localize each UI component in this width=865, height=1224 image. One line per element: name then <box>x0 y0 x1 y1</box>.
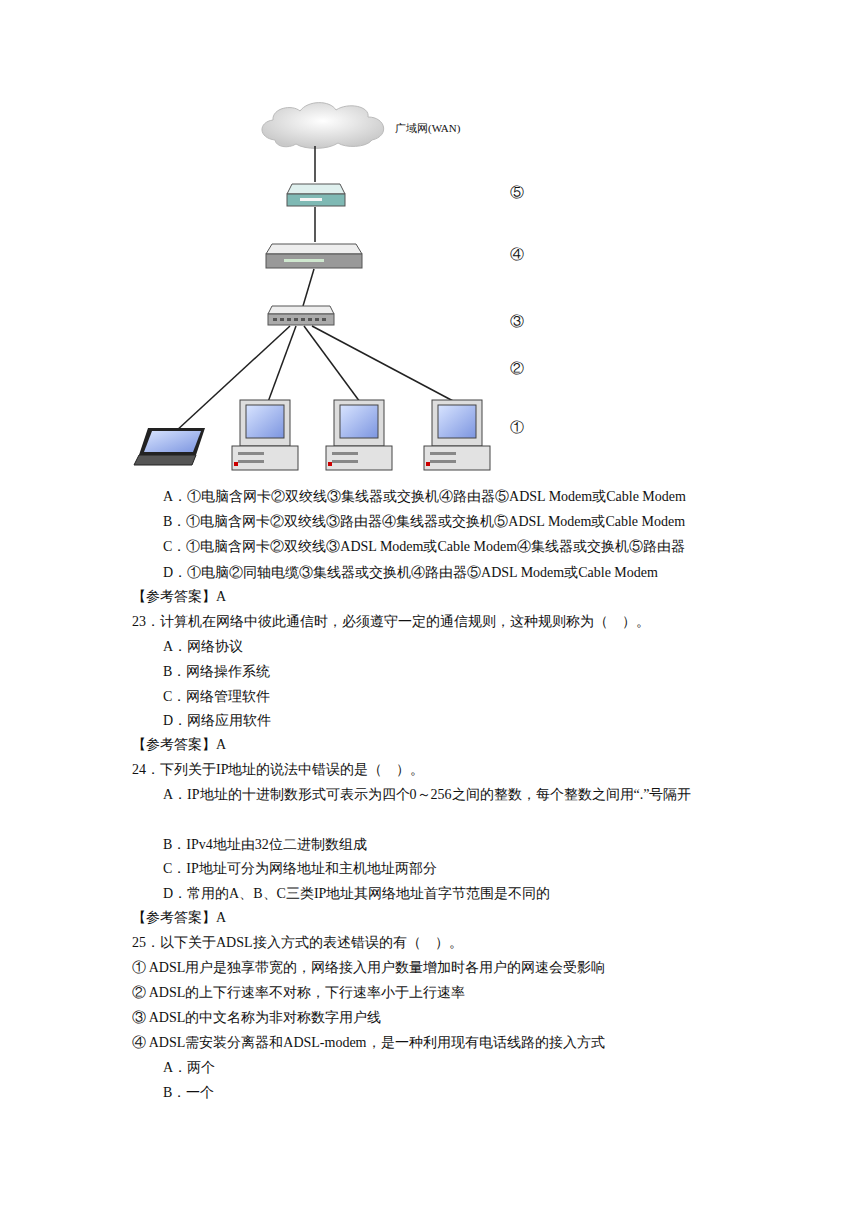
reference-answer: 【参考答案】A <box>132 909 226 927</box>
modem-icon <box>287 184 345 206</box>
callout-number: ① <box>510 419 524 437</box>
answer-option: D．常用的A、B、C三类IP地址其网络地址首字节范围是不同的 <box>163 885 550 903</box>
twisted-pair-wires <box>175 326 455 432</box>
wan-label: 广域网(WAN) <box>395 119 460 137</box>
reference-answer: 【参考答案】A <box>132 588 226 606</box>
answer-option: C．①电脑含网卡②双绞线③ADSL Modem或Cable Modem④集线器或… <box>163 538 685 556</box>
statement-item: ④ ADSL需安装分离器和ADSL-modem，是一种利用现有电话线路的接入方式 <box>132 1034 605 1052</box>
statement-item: ① ADSL用户是独享带宽的，网络接入用户数量增加时各用户的网速会受影响 <box>132 959 605 977</box>
router-icon <box>266 244 362 268</box>
answer-option: D．网络应用软件 <box>163 712 271 730</box>
callout-number: ③ <box>510 313 524 331</box>
statement-item: ② ADSL的上下行速率不对称，下行速率小于上行速率 <box>132 984 465 1002</box>
answer-option: A．IP地址的十进制数形式可表示为四个0～256之间的整数，每个整数之间用“.”… <box>132 782 800 807</box>
question-text: 24．下列关于IP地址的说法中错误的是（ ）。 <box>132 761 424 779</box>
statement-item: ③ ADSL的中文名称为非对称数字用户线 <box>132 1009 381 1027</box>
callout-number: ② <box>510 360 524 378</box>
answer-option: B．①电脑含网卡②双绞线③路由器④集线器或交换机⑤ADSL Modem或Cabl… <box>163 513 685 531</box>
reference-answer: 【参考答案】A <box>132 736 226 754</box>
answer-option: A．网络协议 <box>163 638 243 656</box>
answer-option: B．一个 <box>163 1084 214 1102</box>
answer-option: D．①电脑②同轴电缆③集线器或交换机④路由器⑤ADSL Modem或Cable … <box>163 564 658 582</box>
question-text: 25．以下关于ADSL接入方式的表述错误的有（ ）。 <box>132 934 463 952</box>
answer-option: B．IPv4地址由32位二进制数组成 <box>163 836 367 854</box>
answer-option: C．IP地址可分为网络地址和主机地址两部分 <box>163 860 437 878</box>
switch-icon <box>268 306 334 325</box>
answer-option: A．两个 <box>163 1059 215 1077</box>
wan-cloud <box>262 103 384 149</box>
answer-option: A．①电脑含网卡②双绞线③集线器或交换机④路由器⑤ADSL Modem或Cabl… <box>163 488 686 506</box>
answer-option: C．网络管理软件 <box>163 688 270 706</box>
callout-number: ④ <box>510 246 524 264</box>
question-text: 23．计算机在网络中彼此通信时，必须遵守一定的通信规则，这种规则称为（ ）。 <box>132 613 650 631</box>
desktop-computers <box>232 400 490 470</box>
answer-option: B．网络操作系统 <box>163 663 270 681</box>
callout-number: ⑤ <box>510 184 524 202</box>
laptop-icon <box>134 428 205 465</box>
